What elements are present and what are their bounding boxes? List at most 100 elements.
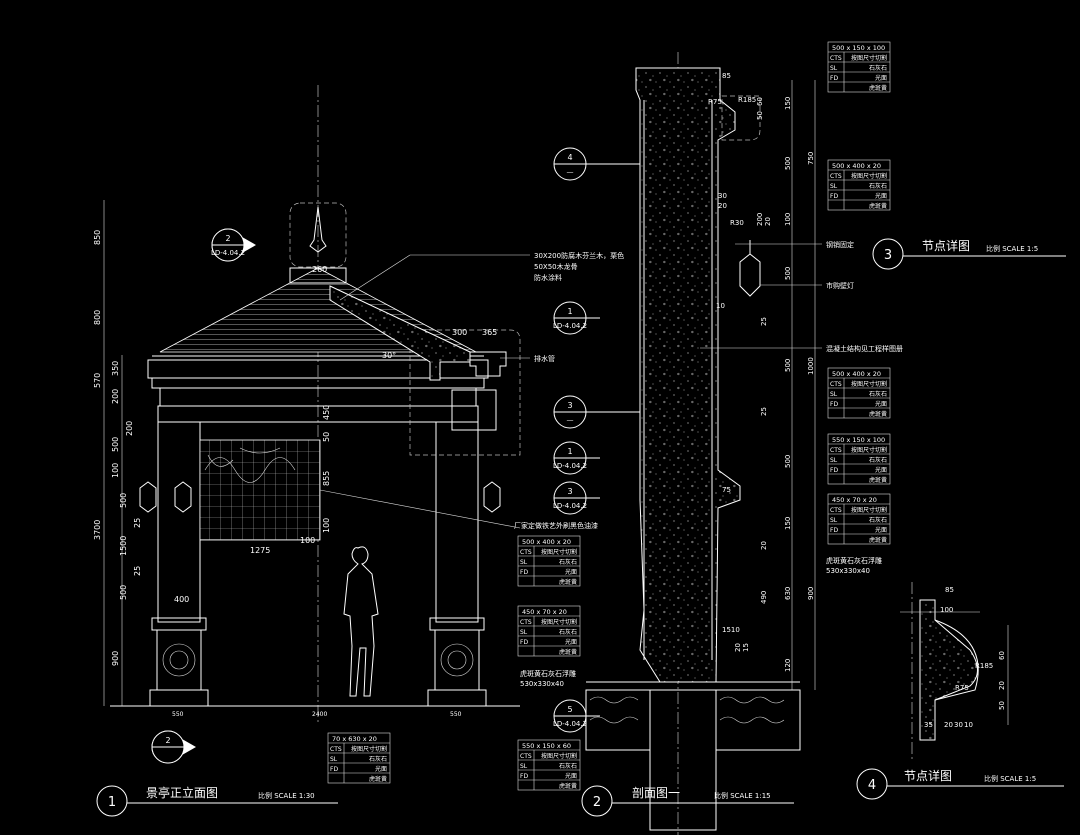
section-mark: 2LD-4.04.2 bbox=[211, 228, 256, 262]
dim-text: 365 bbox=[482, 328, 497, 337]
dim-text: 630 bbox=[784, 587, 792, 600]
section-mark: 3LD-4.04.2 bbox=[553, 481, 600, 515]
dim-text: 500 bbox=[784, 455, 792, 468]
spec-size: 500 x 400 x 20 bbox=[832, 162, 881, 170]
section-mark-sheet: LD-4.04.2 bbox=[553, 720, 587, 728]
annotation-text: 虎斑黄石灰石浮雕 bbox=[826, 556, 882, 565]
annotation-text: 30X200防腐木芬兰木，栗色 bbox=[534, 251, 624, 260]
dim-text: 570 bbox=[93, 373, 102, 388]
spec-size: 550 x 150 x 60 bbox=[522, 742, 571, 750]
spec-value: 石灰石 bbox=[869, 182, 887, 190]
annotation-text: 厂家定做铁艺外刷黑色油漆 bbox=[514, 521, 598, 530]
spec-code: SL bbox=[830, 391, 838, 398]
dim-text: 100 bbox=[940, 606, 953, 614]
detail-4-drawing bbox=[900, 582, 1009, 760]
dim-text: 3700 bbox=[93, 520, 102, 540]
annotation-text: 市购壁灯 bbox=[826, 281, 854, 290]
section-mark-number: 3 bbox=[567, 401, 572, 410]
dim-text: 200 bbox=[756, 213, 764, 226]
spec-value: 光面 bbox=[875, 400, 887, 408]
spec-value: 石灰石 bbox=[869, 390, 887, 398]
spec-value: 光面 bbox=[875, 74, 887, 82]
section-mark-sheet: LD-4.04.2 bbox=[553, 502, 587, 510]
spec-value: 按图尺寸切割 bbox=[851, 506, 887, 514]
spec-code: CTS bbox=[830, 173, 842, 180]
spec-value: 光面 bbox=[565, 638, 577, 646]
spec-value: 虎斑黄 bbox=[369, 775, 387, 783]
section-mark: 3— bbox=[553, 395, 640, 429]
spec-code: SL bbox=[520, 763, 528, 770]
spec-value: 按图尺寸切割 bbox=[351, 745, 387, 753]
drawing-name: 剖面图一 bbox=[632, 786, 680, 800]
section-mark-number: 1 bbox=[567, 447, 572, 456]
section-mark-number: 2 bbox=[225, 234, 230, 243]
spec-value: 虎斑黄 bbox=[869, 476, 887, 484]
section-mark-sheet: — bbox=[567, 168, 574, 176]
dim-text: 10 bbox=[964, 721, 973, 729]
dim-text: 800 bbox=[93, 310, 102, 325]
spec-size: 500 x 400 x 20 bbox=[522, 538, 571, 546]
spec-value: 虎斑黄 bbox=[559, 782, 577, 790]
dim-text: 100 bbox=[784, 213, 792, 226]
dim-text: 100 bbox=[300, 536, 315, 545]
spec-value: 石灰石 bbox=[869, 516, 887, 524]
section-mark-sheet: — bbox=[567, 416, 574, 424]
spec-value: 光面 bbox=[875, 466, 887, 474]
elevation-dimensions: 850 800 570 350 200 200 500 100 3700 500… bbox=[93, 230, 497, 718]
annotation-text: 混凝土结构见工程样图册 bbox=[826, 344, 903, 353]
dim-text: 100 bbox=[322, 518, 331, 533]
dim-text: 855 bbox=[322, 471, 331, 486]
section-mark: 2 bbox=[151, 730, 196, 764]
annotation-text: 530x330x40 bbox=[520, 680, 564, 688]
spec-code: FD bbox=[830, 527, 838, 534]
dim-text: 85 bbox=[722, 72, 731, 80]
spec-size: 450 x 70 x 20 bbox=[522, 608, 567, 616]
dim-text: 150 bbox=[784, 97, 792, 110]
annotation-text: 虎斑黄石灰石浮雕 bbox=[520, 669, 576, 678]
dim-text: 30 bbox=[718, 192, 727, 200]
section-mark-number: 4 bbox=[567, 153, 572, 162]
spec-code: CTS bbox=[830, 507, 842, 514]
spec-value: 光面 bbox=[565, 772, 577, 780]
spec-value: 虎斑黄 bbox=[559, 648, 577, 656]
dim-text: 25 bbox=[760, 407, 768, 416]
drawing-number: 3 bbox=[884, 248, 892, 263]
spec-value: 光面 bbox=[375, 765, 387, 773]
spec-value: 光面 bbox=[875, 526, 887, 534]
dim-text: 1000 bbox=[807, 357, 815, 375]
spec-code: CTS bbox=[520, 619, 532, 626]
spec-code: CTS bbox=[830, 55, 842, 62]
dim-text: 300 bbox=[452, 328, 467, 337]
section-mark-number: 3 bbox=[567, 487, 572, 496]
annotation-text: 钢销固定 bbox=[826, 240, 854, 249]
drawing-name: 节点详图 bbox=[922, 238, 970, 253]
dim-text: 85 bbox=[945, 586, 954, 594]
dim-text: 750 bbox=[807, 152, 815, 165]
spec-value: 按图尺寸切割 bbox=[541, 752, 577, 760]
section-dimensions: 85 R185 R75 60 50 150 500 750 30 20 R30 … bbox=[708, 72, 815, 672]
dim-text: 1275 bbox=[250, 546, 270, 555]
drawing-scale: 比例 SCALE 1:5 bbox=[984, 774, 1036, 783]
dim-text: 500 bbox=[119, 585, 128, 600]
drawing-number: 2 bbox=[593, 795, 601, 810]
drawing-title: 4节点详图比例 SCALE 1:5 bbox=[856, 768, 1064, 800]
elevation-annotations: 30X200防腐木芬兰木，栗色 50X50木龙骨 防水涂料 排水管 厂家定做铁艺… bbox=[319, 251, 624, 688]
section-mark: 1LD-4.04.2 bbox=[553, 441, 600, 475]
dim-text: 75 bbox=[722, 486, 731, 494]
spec-code: CTS bbox=[520, 549, 532, 556]
dim-text: 25 bbox=[133, 518, 142, 528]
dim-text: 60 bbox=[998, 651, 1006, 660]
spec-code: FD bbox=[830, 193, 838, 200]
spec-value: 石灰石 bbox=[869, 64, 887, 72]
spec-code: SL bbox=[520, 629, 528, 636]
dim-text: 50 bbox=[998, 701, 1006, 710]
spec-code: SL bbox=[330, 756, 338, 763]
section-mark-sheet: LD-4.04.2 bbox=[211, 249, 245, 257]
